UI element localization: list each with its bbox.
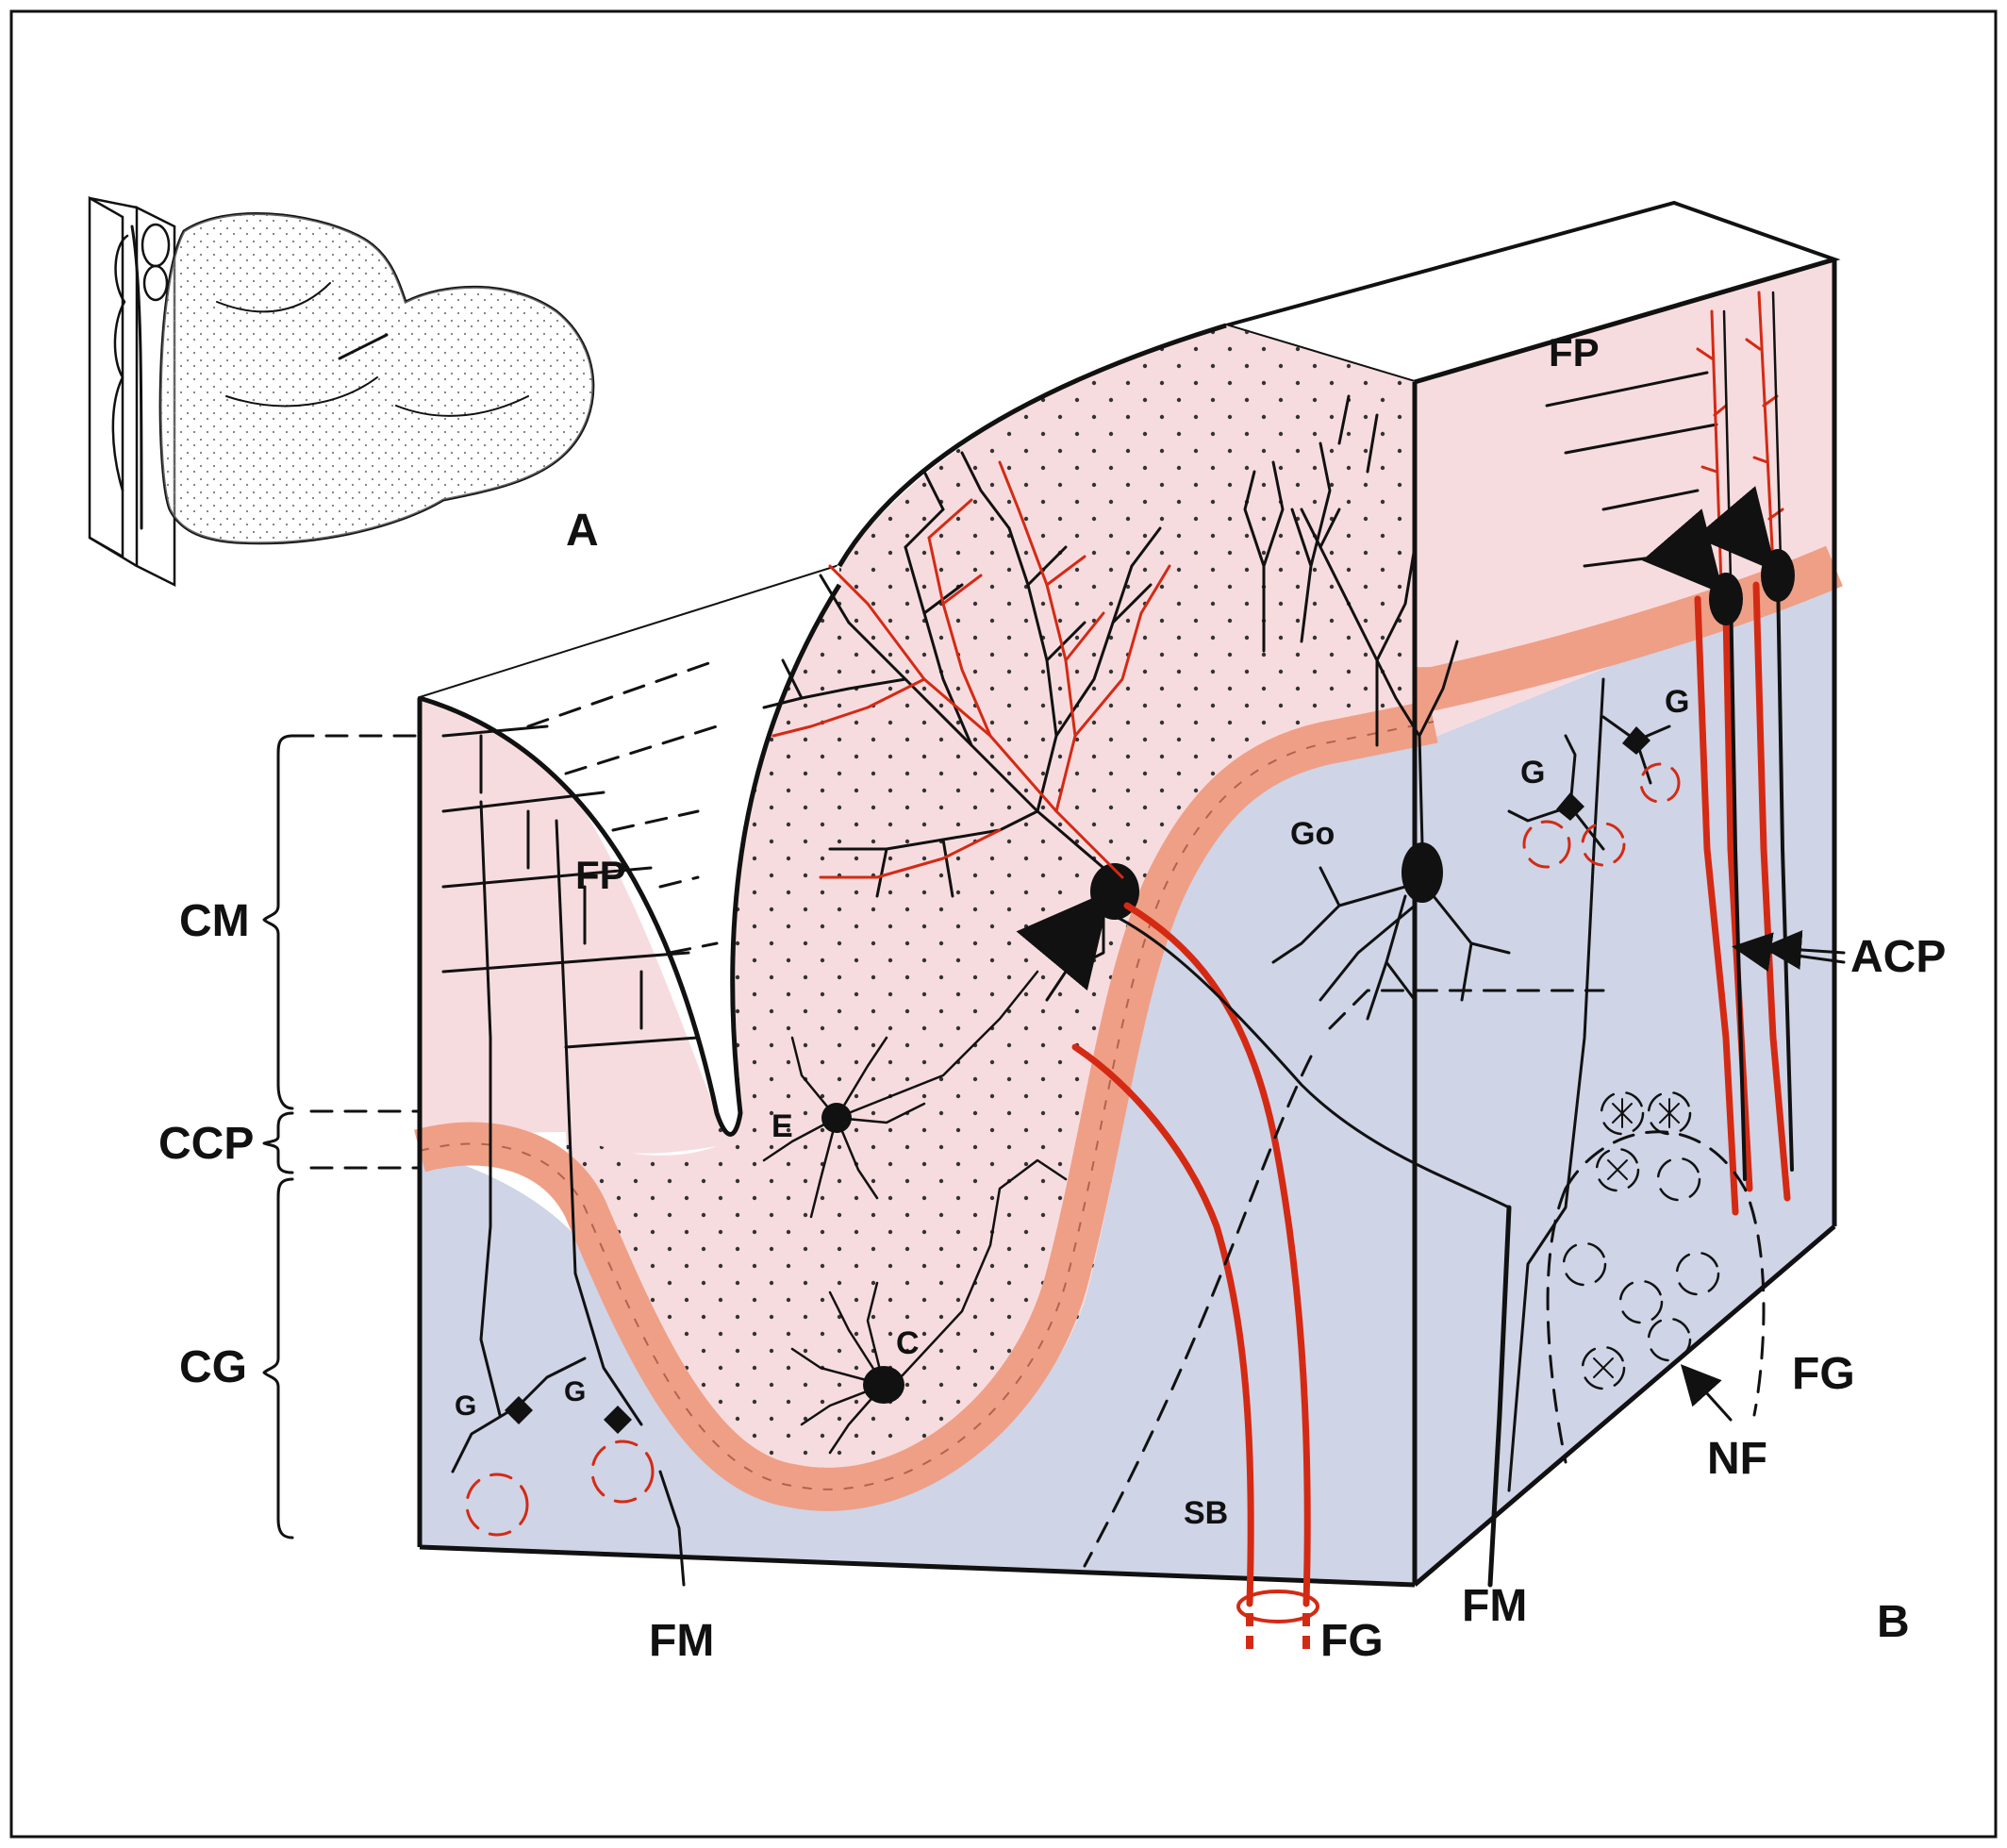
cortex-block	[414, 200, 1846, 1656]
brain-inset-sketch	[88, 195, 595, 588]
purkinje-cell-right-1	[1709, 573, 1743, 625]
label-g-right-2: G	[1665, 684, 1689, 720]
figure-frame	[9, 9, 1998, 1839]
label-acp: ACP	[1850, 932, 1946, 982]
panel-label-a: A	[566, 506, 599, 556]
purkinje-cell-right-2	[1761, 549, 1795, 602]
label-fp-left: FP	[575, 853, 626, 897]
label-fp-right: FP	[1549, 330, 1600, 375]
label-fg-center: FG	[1320, 1616, 1384, 1666]
label-c: C	[896, 1325, 920, 1361]
label-sb: SB	[1184, 1495, 1228, 1531]
label-g-left-2: G	[564, 1376, 586, 1407]
label-e: E	[771, 1108, 793, 1144]
panel-label-b: B	[1877, 1597, 1910, 1647]
granule-cell-left-2	[604, 1406, 632, 1434]
layer-label-cg: CG	[179, 1342, 247, 1392]
mossy-fiber-rosettes	[1546, 1090, 1766, 1464]
golgi-cell	[1402, 842, 1443, 903]
label-fg-right: FG	[1792, 1349, 1855, 1399]
layer-brackets	[262, 734, 294, 1540]
climbing-fiber-ring	[1236, 1590, 1319, 1623]
label-fm-right: FM	[1462, 1581, 1527, 1631]
granule-cell-left-1	[505, 1396, 533, 1424]
label-fm-left: FM	[649, 1616, 714, 1666]
label-nf: NF	[1707, 1434, 1767, 1484]
layer-label-cm: CM	[179, 896, 250, 946]
label-g-left-1: G	[455, 1390, 476, 1422]
label-go: Go	[1290, 816, 1335, 852]
label-g-right-1: G	[1520, 755, 1545, 791]
layer-label-ccp: CCP	[158, 1119, 254, 1169]
purkinje-dendrite-tree	[762, 451, 1171, 1002]
